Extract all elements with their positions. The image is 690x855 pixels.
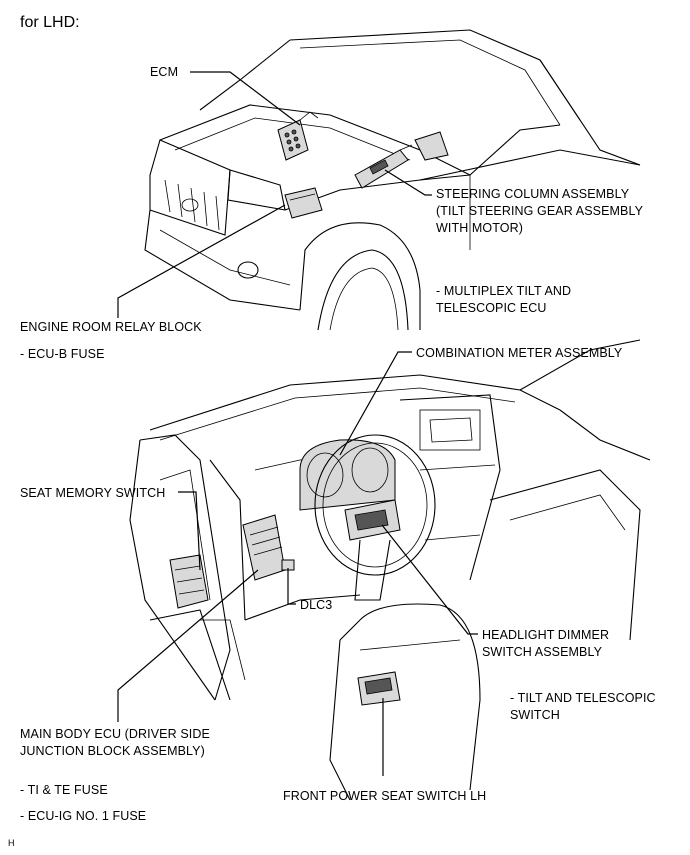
ecu-b-fuse-label: - ECU-B FUSE xyxy=(20,347,105,361)
main-body-ecu-label-line2: JUNCTION BLOCK ASSEMBLY) xyxy=(20,744,205,758)
steering-column-component xyxy=(354,144,413,189)
vehicle-front-drawing xyxy=(144,29,641,331)
steering-column-label-line3: WITH MOTOR) xyxy=(436,221,523,235)
tilt-telescopic-switch-label-line1: - TILT AND TELESCOPIC xyxy=(510,691,656,705)
ecm-component xyxy=(277,111,319,161)
headlight-dimmer-leader-line xyxy=(381,524,478,635)
engine-room-relay-block-component xyxy=(284,187,323,219)
main-body-ecu-label-line1: MAIN BODY ECU (DRIVER SIDE xyxy=(20,727,210,741)
dlc3-label: DLC3 xyxy=(300,598,333,612)
main-body-ecu-leader-line xyxy=(117,569,259,722)
main-body-ecu-component xyxy=(242,514,286,581)
vehicle-interior-drawing xyxy=(129,339,651,801)
combination-meter-leader-line xyxy=(339,351,412,456)
ecm-label: ECM xyxy=(150,65,179,79)
tilt-telescopic-switch-label-line2: SWITCH xyxy=(510,708,560,722)
dlc3-leader-line xyxy=(287,568,296,605)
seat-memory-switch-label: SEAT MEMORY SWITCH xyxy=(20,486,166,500)
ti-te-fuse-label: - TI & TE FUSE xyxy=(20,783,108,797)
corner-mark: H xyxy=(8,838,15,848)
multiplex-ecu-label-line2: TELESCOPIC ECU xyxy=(436,301,547,315)
steering-column-label-line1: STEERING COLUMN ASSEMBLY xyxy=(436,187,630,201)
engine-room-relay-leader-line xyxy=(117,204,286,318)
front-power-seat-switch-label: FRONT POWER SEAT SWITCH LH xyxy=(283,789,487,803)
headlight-dimmer-label-line1: HEADLIGHT DIMMER xyxy=(482,628,610,642)
headlight-dimmer-label-line2: SWITCH ASSEMBLY xyxy=(482,645,603,659)
steering-column-label-line2: (TILT STEERING GEAR ASSEMBLY xyxy=(436,204,644,218)
seat-memory-switch-leader-line xyxy=(178,491,201,571)
diagram-heading: for LHD: xyxy=(20,14,80,31)
engine-room-relay-block-label: ENGINE ROOM RELAY BLOCK xyxy=(20,320,202,334)
steering-column-leader-line xyxy=(384,169,432,196)
ecm-leader-line xyxy=(190,71,301,126)
ecu-ig-fuse-label: - ECU-IG NO. 1 FUSE xyxy=(20,809,147,823)
multiplex-ecu-label-line1: - MULTIPLEX TILT AND xyxy=(436,284,572,298)
combination-meter-label: COMBINATION METER ASSEMBLY xyxy=(416,346,623,360)
